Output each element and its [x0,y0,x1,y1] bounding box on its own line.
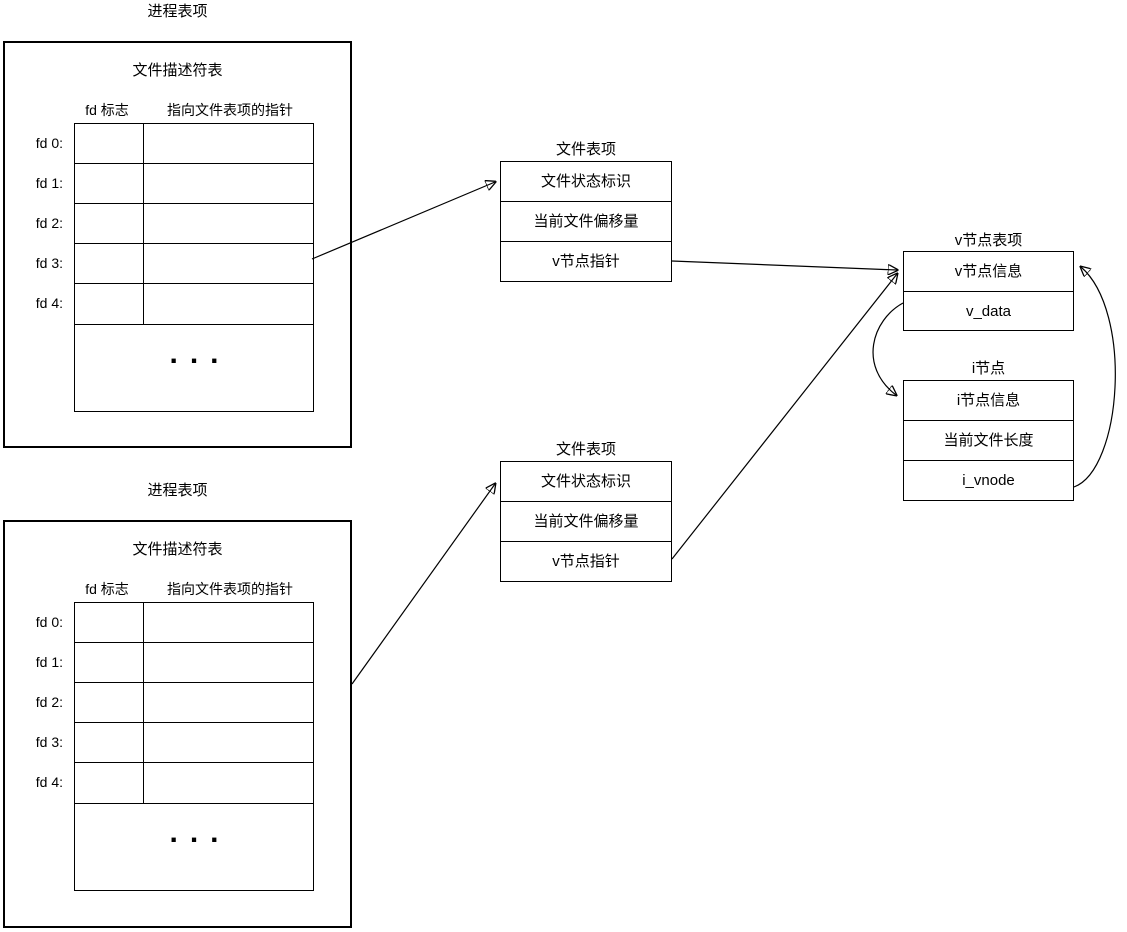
file-table-2: 文件状态标识 当前文件偏移量 v节点指针 [500,461,672,582]
fd-pointer-cell [144,164,313,203]
fd-pointer-cell [144,204,313,243]
fd-row [75,204,313,244]
fd-pointer-cell [144,763,313,803]
fd-flags-cell [75,284,144,324]
fd-row [75,723,313,763]
fd-label-3: fd 3: [35,734,63,750]
inode-title: i节点 [971,360,1006,377]
fd-row [75,124,313,164]
fd-row [75,164,313,204]
fd-table [74,123,314,325]
process-table-2-subtitle: 文件描述符表 [132,541,223,558]
vnode-pointer-row: v节点指针 [552,553,620,570]
vnode-table: v节点信息 v_data [903,251,1074,331]
process-table-2: 文件描述符表 fd 标志 指向文件表项的指针 fd 0: fd 1: fd 2:… [3,520,352,928]
arrow-ivnode-to-vnode [1073,267,1116,488]
ellipsis-text: ... [169,337,231,370]
arrow-file-table-2-to-vnode [671,274,897,560]
process-table-1-col-pointer: 指向文件表项的指针 [167,102,293,118]
fd-pointer-cell [144,284,313,324]
inode-info-row: i节点信息 [904,381,1073,421]
fd-row [75,643,313,683]
process-table-2-col-pointer: 指向文件表项的指针 [167,581,293,597]
process-table-1-subtitle: 文件描述符表 [132,62,223,79]
process-table-1: 文件描述符表 fd 标志 指向文件表项的指针 fd 0: fd 1: fd 2:… [3,41,352,448]
fd-flags-cell [75,603,144,642]
fd-label-2: fd 2: [35,215,63,231]
fd-pointer-cell [144,244,313,283]
vnode-table-title: v节点表项 [954,232,1023,249]
fd-label-2: fd 2: [35,694,63,710]
fd-flags-cell [75,763,144,803]
file-status-flags-row: 文件状态标识 [501,462,671,502]
fd-flags-cell [75,244,144,283]
fd-pointer-cell [144,124,313,163]
fd-flags-cell [75,124,144,163]
fd-label-3: fd 3: [35,255,63,271]
fd-row [75,603,313,643]
fd-row [75,763,313,803]
fd-table-ellipsis-cell: ... [74,803,314,891]
fd-pointer-cell [144,723,313,762]
fd-row [75,284,313,324]
process-table-1-col-flags: fd 标志 [85,102,129,118]
fd-row [75,683,313,723]
v-data-row: v_data [965,303,1012,320]
fd-flags-cell [75,204,144,243]
file-status-flags-row: 文件状态标识 [501,162,671,202]
vnode-pointer-row: v节点指针 [552,253,620,270]
file-table-2-title: 文件表项 [555,441,616,458]
i-vnode-row: i_vnode [962,472,1015,489]
arrow-process2-to-file-table-2 [351,484,495,685]
fd-row [75,244,313,284]
fd-label-0: fd 0: [35,614,63,630]
process-table-2-title: 进程表项 [147,482,208,499]
fd-pointer-cell [144,643,313,682]
vnode-info-row: v节点信息 [904,252,1073,292]
arrow-vdata-to-inode [872,302,904,395]
current-file-offset-row: 当前文件偏移量 [501,502,671,542]
fd-label-1: fd 1: [35,654,63,670]
fd-flags-cell [75,683,144,722]
fd-label-4: fd 4: [35,295,63,311]
arrow-file-table-1-to-vnode [671,260,897,270]
fd-label-1: fd 1: [35,175,63,191]
current-file-offset-row: 当前文件偏移量 [501,202,671,242]
fd-table [74,602,314,804]
process-table-2-col-flags: fd 标志 [85,581,129,597]
fd-flags-cell [75,723,144,762]
fd-table-ellipsis-cell: ... [74,324,314,412]
inode-table: i节点信息 当前文件长度 i_vnode [903,380,1074,501]
file-table-1-title: 文件表项 [555,141,616,158]
fd-pointer-cell [144,683,313,722]
fd-label-0: fd 0: [35,135,63,151]
fd-flags-cell [75,164,144,203]
process-table-1-title: 进程表项 [147,3,208,20]
current-file-length-row: 当前文件长度 [904,421,1073,461]
ellipsis-text: ... [169,816,231,849]
fd-pointer-cell [144,603,313,642]
file-table-1: 文件状态标识 当前文件偏移量 v节点指针 [500,161,672,282]
fd-label-4: fd 4: [35,774,63,790]
fd-flags-cell [75,643,144,682]
